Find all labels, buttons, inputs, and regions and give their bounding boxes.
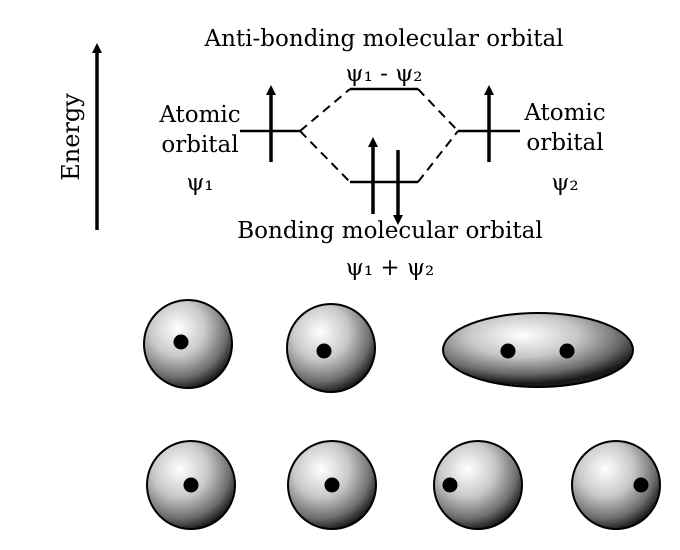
antibonding-formula: ψ₁ - ψ₂ (346, 61, 423, 87)
nucleus (324, 477, 340, 493)
row2-sphere-4 (571, 440, 661, 530)
right-atomic-label-line2: orbital (526, 130, 603, 156)
row2-sphere-3 (433, 440, 523, 530)
dash-bonding-to-right (417, 130, 459, 183)
dash-left-to-bonding (299, 130, 351, 183)
left-atomic-label-line2: orbital (161, 132, 238, 158)
row1-sphere-left (143, 299, 233, 389)
nucleus (500, 343, 516, 359)
nucleus (442, 477, 458, 493)
row1-bonded-ellipsoid (442, 312, 634, 388)
dash-left-to-antibonding (299, 88, 351, 132)
nucleus (633, 477, 649, 493)
antibonding-title: Anti-bonding molecular orbital (203, 26, 563, 52)
row2-sphere-2 (287, 440, 377, 530)
left-atomic-label-line1: Atomic (158, 102, 240, 128)
right-atomic-psi: ψ₂ (551, 170, 578, 196)
row2-sphere-1 (146, 440, 236, 530)
nucleus (316, 343, 332, 359)
bonding-formula: ψ₁ + ψ₂ (346, 255, 434, 281)
left-atomic-psi: ψ₁ (186, 170, 213, 196)
nucleus (559, 343, 575, 359)
right-atomic-label-line1: Atomic (523, 100, 605, 126)
row1-sphere-right (286, 303, 376, 393)
nucleus (173, 334, 189, 350)
dash-antibonding-to-right (417, 88, 459, 132)
bonding-title: Bonding molecular orbital (237, 218, 542, 244)
energy-axis-label: Energy (57, 93, 85, 181)
nucleus (183, 477, 199, 493)
